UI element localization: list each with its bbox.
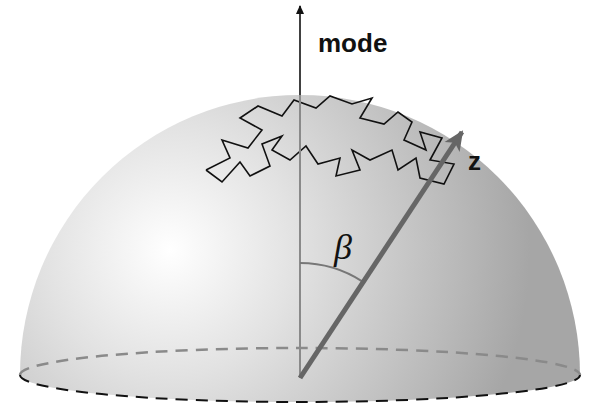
random-walk <box>206 96 454 184</box>
axis-label: mode <box>318 28 387 59</box>
base-front <box>20 375 580 402</box>
angle-label: β <box>334 226 352 268</box>
mode-arrow <box>299 6 301 95</box>
axis-inner <box>299 95 301 378</box>
angle-arc <box>300 263 363 282</box>
z-vector <box>300 132 462 378</box>
vector-label: z <box>468 146 481 177</box>
dome <box>20 95 580 402</box>
